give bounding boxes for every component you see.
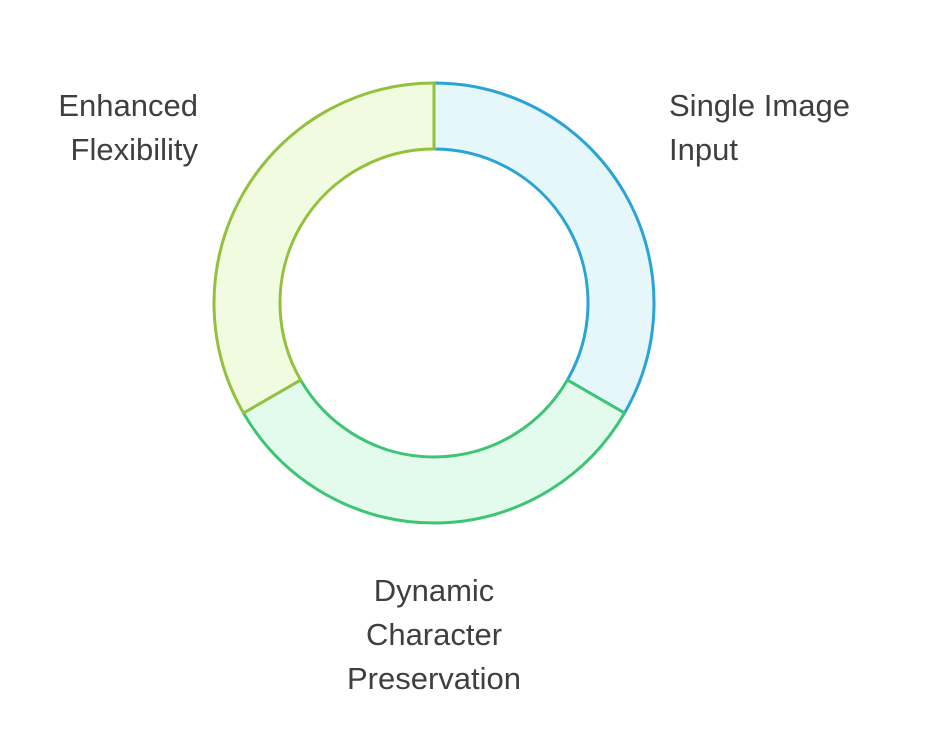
label-line: Character bbox=[365, 617, 503, 652]
label-dynamic-character-preservation: Dynamic Character Preservation bbox=[334, 569, 534, 701]
segment-enhanced-flexibility bbox=[212, 81, 436, 415]
segment-single-image-input bbox=[432, 81, 656, 415]
label-single-image-input: Single Image Input bbox=[669, 84, 850, 172]
label-line: Dynamic bbox=[373, 573, 495, 608]
label-line: Single Image bbox=[669, 88, 850, 123]
label-enhanced-flexibility: Enhanced Flexibility bbox=[58, 84, 198, 172]
label-line: Input bbox=[669, 132, 738, 167]
label-line: Flexibility bbox=[70, 132, 198, 167]
segment-dynamic-character-preservation bbox=[241, 378, 627, 525]
label-line: Enhanced bbox=[58, 88, 198, 123]
label-line: Preservation bbox=[346, 661, 522, 696]
